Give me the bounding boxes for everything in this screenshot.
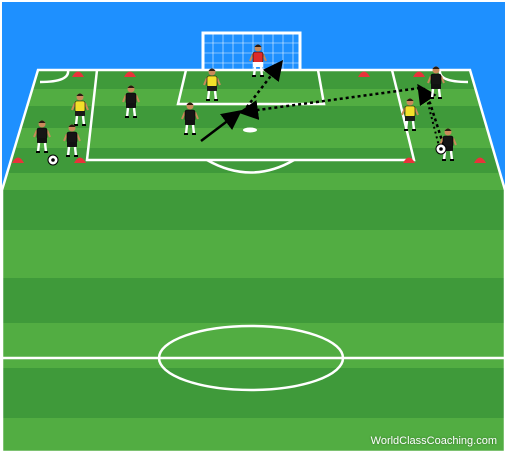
player-figure-icon — [71, 93, 89, 126]
player-figure-icon — [181, 102, 199, 135]
movement-arrows — [200, 60, 447, 151]
player-figure-icon — [427, 66, 445, 99]
cone-icon — [413, 71, 425, 77]
run-arrow — [423, 87, 441, 151]
corner-arc-left — [39, 69, 70, 84]
pass-arrow — [417, 83, 447, 151]
soccer-ball-icon — [47, 154, 59, 166]
grass-field — [2, 70, 505, 452]
cone-icon — [403, 157, 415, 163]
player-figure-icon — [203, 68, 221, 101]
players — [33, 44, 457, 161]
center-circle — [157, 324, 345, 392]
penalty-spot — [243, 127, 257, 133]
player-figure-icon — [401, 98, 419, 131]
cone-icon — [474, 157, 486, 163]
cones — [12, 71, 486, 163]
player-figure-icon — [122, 85, 140, 118]
watermark: WorldClassCoaching.com — [370, 435, 497, 447]
player-figure-icon — [249, 44, 267, 77]
player-figure-icon — [63, 124, 81, 157]
cone-icon — [72, 71, 84, 77]
cone-icon — [124, 71, 136, 77]
player-figure-icon — [33, 120, 51, 153]
soccer-ball-icon — [435, 143, 447, 155]
field-boundary — [0, 68, 507, 454]
cone-icon — [12, 157, 24, 163]
shot-arrow — [242, 60, 284, 113]
corner-arc-right — [438, 69, 469, 84]
balls — [47, 143, 447, 166]
penalty-arc — [206, 158, 295, 174]
cone-icon — [74, 157, 86, 163]
cone-icon — [358, 71, 370, 77]
goal-net-icon — [201, 31, 302, 71]
run-arrow — [200, 109, 242, 142]
